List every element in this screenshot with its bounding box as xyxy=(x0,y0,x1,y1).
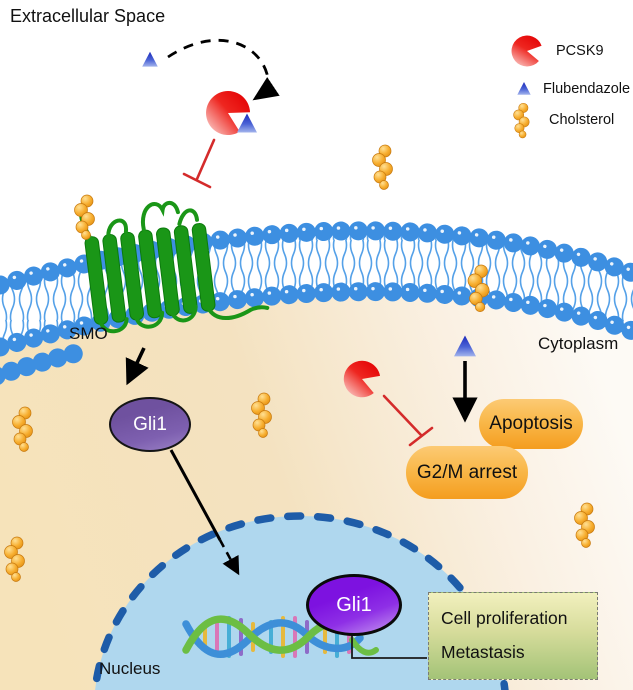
pcsk9-pacman-icon xyxy=(198,83,256,142)
gli1-to-dna-dashed-arrow xyxy=(218,539,240,576)
smo-receptor xyxy=(79,200,270,334)
cholesterol-icon xyxy=(74,194,95,240)
cholesterol-beads-icon xyxy=(513,102,530,139)
legend-label-cholesterol: Cholsterol xyxy=(549,112,615,128)
cytoplasm-label: Cytoplasm xyxy=(538,334,619,353)
diagram-arrows xyxy=(125,39,478,576)
flubendazole-triangle-icon xyxy=(517,81,531,95)
g2m-arrest-node: G2/M arrest xyxy=(406,446,528,499)
legend-label-flubendazole: Flubendazole xyxy=(543,81,631,97)
legend-label-pcsk9: PCSK9 xyxy=(556,43,604,59)
outcome-box: Cell proliferation Metastasis xyxy=(428,592,598,680)
outcome-line-metastasis: Metastasis xyxy=(441,642,525,662)
apoptosis-node: Apoptosis xyxy=(479,399,583,449)
apoptosis-label: Apoptosis xyxy=(489,413,573,434)
pcsk9-pacman-icon xyxy=(509,33,543,69)
pcsk9-g2m-inhibition xyxy=(382,394,434,447)
gli1-to-nucleus-line xyxy=(169,449,222,541)
outcome-line-cell-proliferation: Cell proliferation xyxy=(441,608,568,628)
gli1-cytoplasm-node: Gli1 xyxy=(109,397,191,452)
nucleus-label: Nucleus xyxy=(99,659,161,678)
pcsk9-smo-inhibition xyxy=(182,138,216,189)
flubendazole-triangle-icon xyxy=(237,113,257,133)
cholesterol-icon xyxy=(372,144,393,190)
smo-label: SMO xyxy=(69,324,108,343)
gli1-nucleus-node: Gli1 xyxy=(306,574,402,636)
gli1-cytoplasm-label: Gli1 xyxy=(133,413,167,435)
smo-to-gli1-arrow xyxy=(125,347,149,386)
membrane-outer-leaflet xyxy=(0,221,633,295)
gli1-outcome-connector xyxy=(351,626,427,659)
gli1-nucleus-label: Gli1 xyxy=(336,593,372,616)
extracellular-space-label: Extracellular Space xyxy=(10,6,166,26)
flubendazole-to-pcsk9-dashed-arrow xyxy=(167,39,280,101)
flubendazole-triangle-icon xyxy=(142,51,158,67)
g2m-arrest-label: G2/M arrest xyxy=(416,461,518,483)
